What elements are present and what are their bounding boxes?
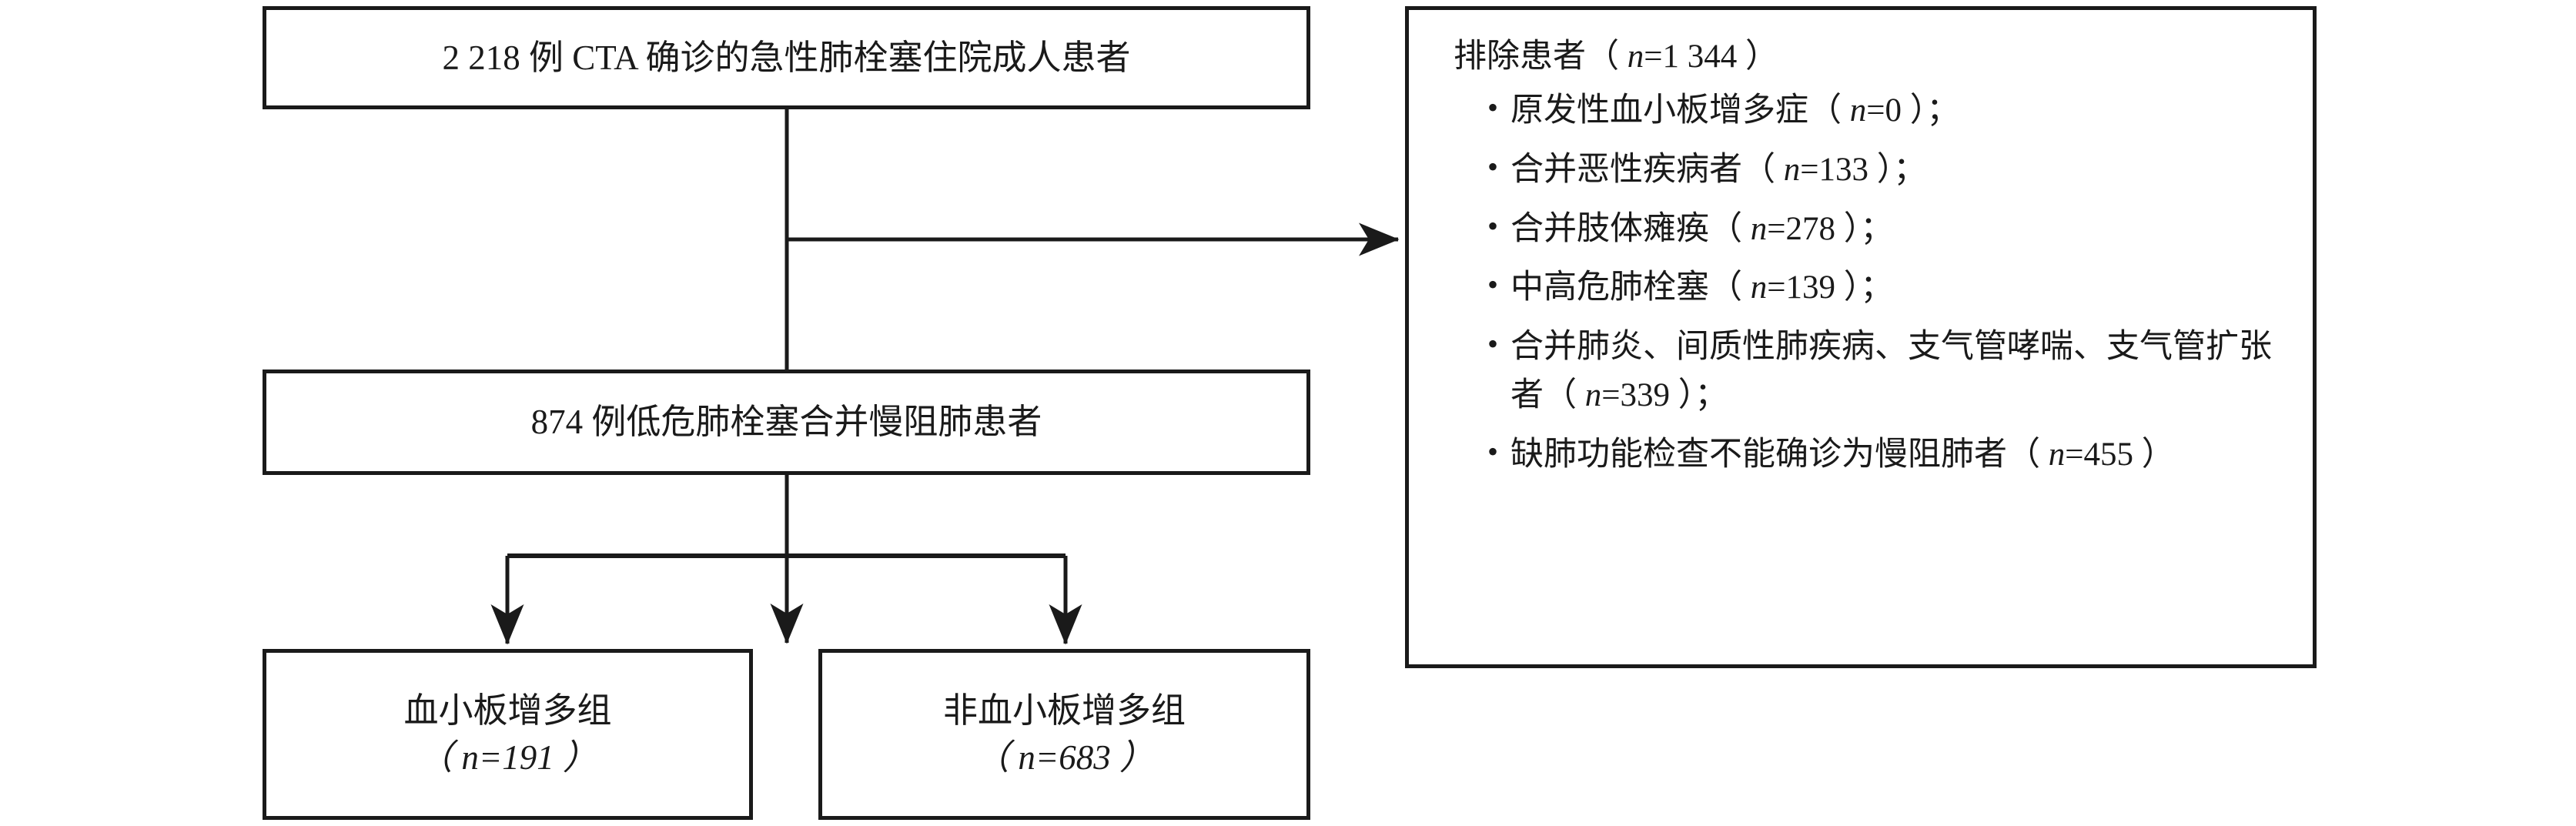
node-excluded-list: 原发性血小板增多症（ n=0 ）； 合并恶性疾病者（ n=133 ）； 合并肢体… (1443, 85, 2290, 480)
node-cohort-label: 2 218 例 CTA 确诊的急性肺栓塞住院成人患者 (442, 38, 1131, 77)
sample-size-symbol: n (1750, 269, 1768, 306)
node-group-non-thrombocytosis-count: （ n=683 ） (975, 738, 1154, 777)
list-item: 合并肢体瘫痪（ n=278 ）； (1487, 204, 2290, 254)
node-eligible-label: 874 例低危肺栓塞合并慢阻肺患者 (530, 403, 1042, 442)
node-group-thrombocytosis-count: （ n=191 ） (418, 738, 597, 777)
list-item: 合并肺炎、间质性肺疾病、支气管哮喘、支气管扩张者（ n=339 ）； (1487, 322, 2290, 420)
sample-size-symbol: n (1627, 38, 1644, 75)
sample-size-symbol: n (1783, 151, 1801, 188)
sample-size-symbol: n (2048, 436, 2066, 473)
node-group-thrombocytosis: 血小板增多组 （ n=191 ） (263, 649, 753, 820)
node-cohort: 2 218 例 CTA 确诊的急性肺栓塞住院成人患者 (263, 6, 1310, 109)
list-item: 合并恶性疾病者（ n=133 ）； (1487, 145, 2290, 195)
list-item: 中高危肺栓塞（ n=139 ）； (1487, 263, 2290, 313)
node-excluded: 排除患者（ n=1 344 ） 原发性血小板增多症（ n=0 ）； 合并恶性疾病… (1405, 6, 2317, 668)
node-eligible: 874 例低危肺栓塞合并慢阻肺患者 (263, 370, 1310, 475)
node-group-non-thrombocytosis: 非血小板增多组 （ n=683 ） (818, 649, 1310, 820)
node-group-thrombocytosis-label: 血小板增多组 (403, 691, 612, 731)
list-item: 原发性血小板增多症（ n=0 ）； (1487, 85, 2290, 135)
sample-size-symbol: n (1584, 376, 1602, 413)
node-excluded-title: 排除患者（ n=1 344 ） (1454, 38, 1779, 75)
sample-size-symbol: n (461, 738, 479, 777)
node-group-non-thrombocytosis-label: 非血小板增多组 (942, 691, 1186, 731)
sample-size-symbol: n (1018, 738, 1035, 777)
sample-size-symbol: n (1750, 210, 1768, 247)
list-item: 缺肺功能检查不能确诊为慢阻肺者（ n=455 ） (1487, 430, 2290, 480)
sample-size-symbol: n (1849, 92, 1867, 129)
